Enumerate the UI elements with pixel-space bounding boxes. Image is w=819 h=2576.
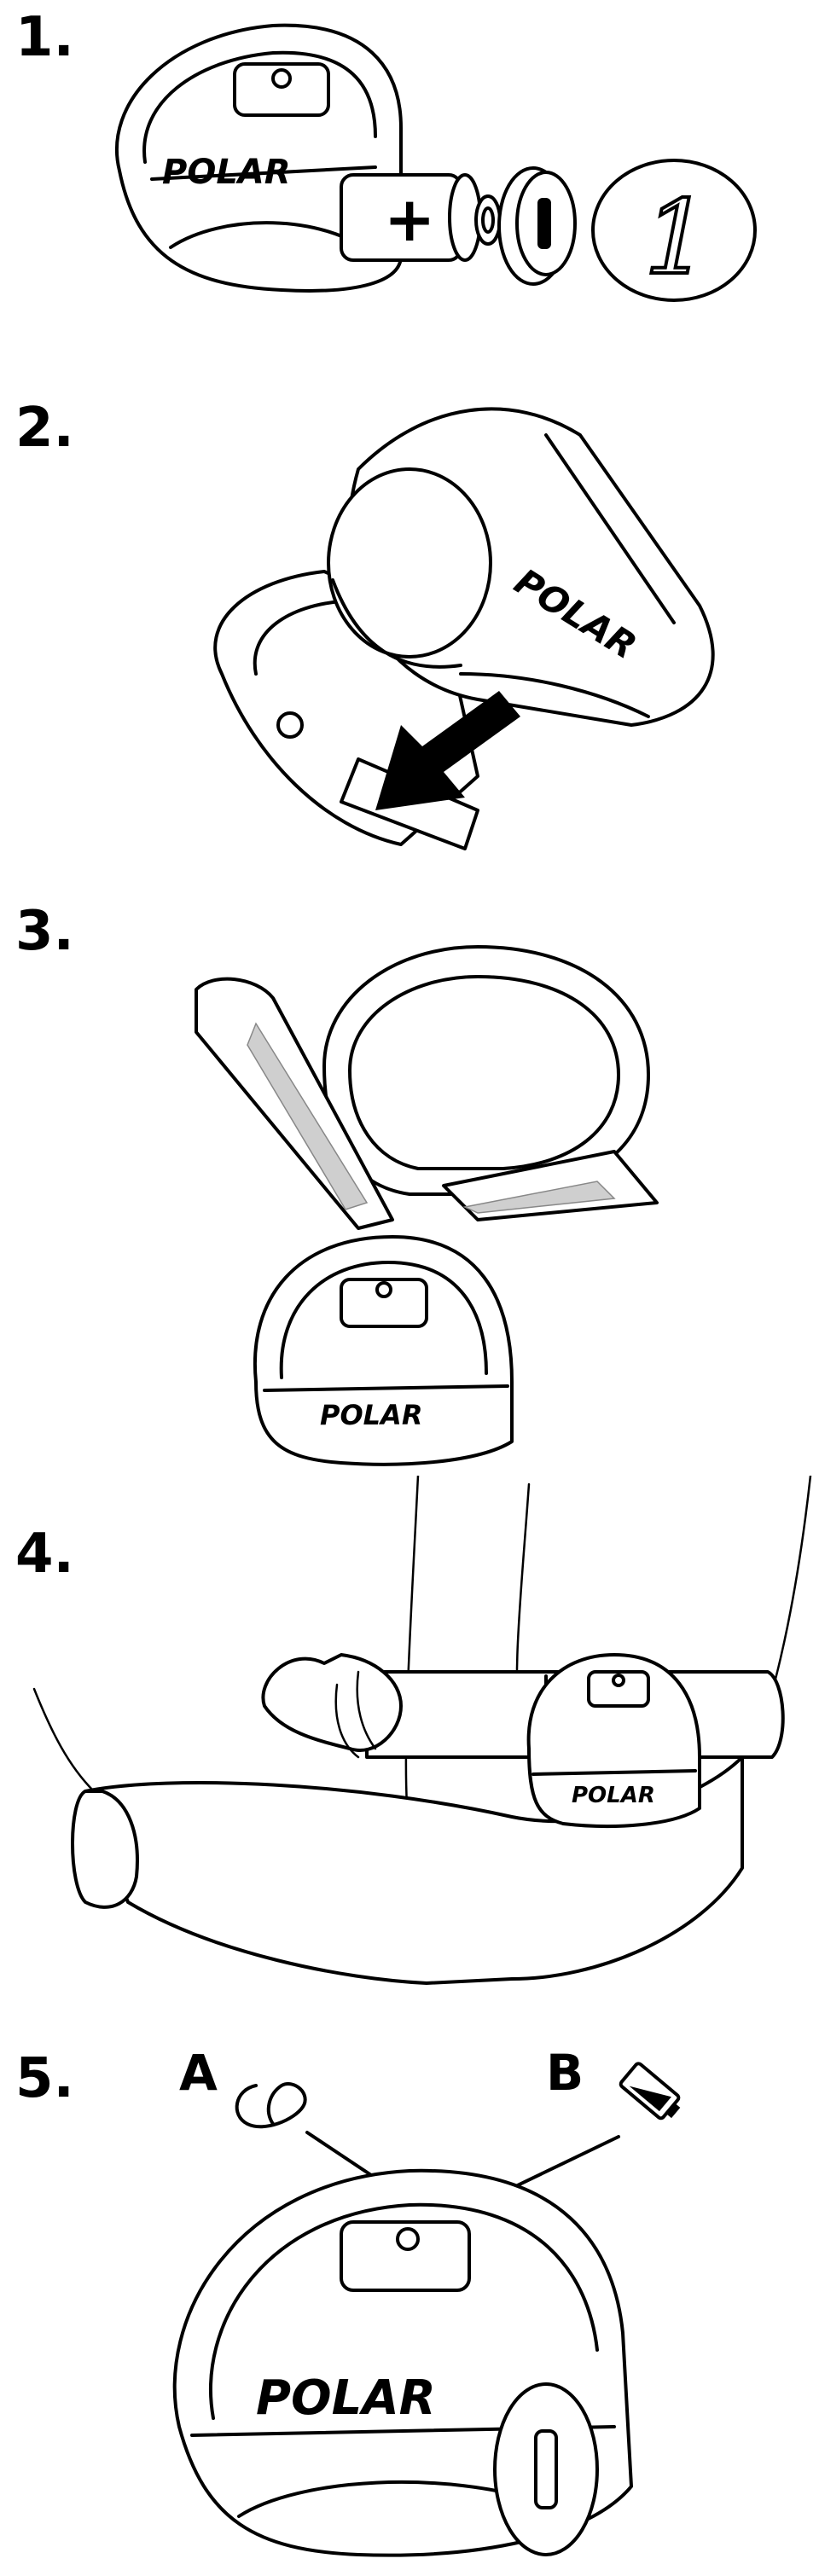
battery-plus-sign: +	[384, 183, 435, 255]
step-3-illustration: POLAR	[195, 945, 659, 1466]
leader-line-b	[502, 2135, 620, 2194]
cover-sticker	[591, 159, 757, 302]
step-1-illustration: POLAR + 1	[114, 23, 757, 302]
step-3-number: 3.	[15, 900, 74, 963]
step-5-number: 5.	[15, 2047, 74, 2110]
sensor-window	[587, 1670, 650, 1708]
step-2: 2. POLAR	[0, 367, 819, 879]
brand-logo: POLAR	[256, 2370, 436, 2426]
step-4-number: 4.	[15, 1523, 74, 1586]
step-3: 3. POLAR	[0, 896, 819, 1476]
sensor-body	[253, 1235, 514, 1466]
step-1: 1. POLAR + 1	[0, 0, 819, 307]
step-2-number: 2.	[15, 397, 74, 460]
step-4: 4. POLAR	[0, 1476, 819, 2022]
o-ring	[474, 194, 502, 246]
cover-digit: 1	[644, 179, 709, 298]
callout-b-label: B	[546, 2044, 584, 2102]
step-2-illustration: POLAR	[213, 407, 715, 850]
insert-arrow	[375, 691, 520, 810]
callout-a-label: A	[179, 2044, 218, 2102]
sensor-window	[340, 1278, 428, 1328]
sensor-body	[526, 1653, 701, 1828]
brand-logo: POLAR	[572, 1783, 655, 1808]
step-5-illustration: A B POLAR	[172, 2044, 681, 2557]
sensor-window	[233, 62, 330, 117]
hand	[71, 1790, 139, 1909]
signal-icon	[235, 2082, 307, 2129]
battery-icon	[619, 2062, 681, 2121]
step-5: 5. A B POLAR	[0, 2026, 819, 2576]
sensor-window	[340, 2220, 471, 2292]
forearm	[84, 1755, 744, 1985]
sensor-cap	[327, 467, 492, 659]
step-1-number: 1.	[15, 6, 74, 69]
brand-logo: POLAR	[320, 1399, 422, 1431]
brand-logo: POLAR	[162, 153, 291, 192]
step-4-illustration: POLAR	[32, 1476, 812, 1985]
